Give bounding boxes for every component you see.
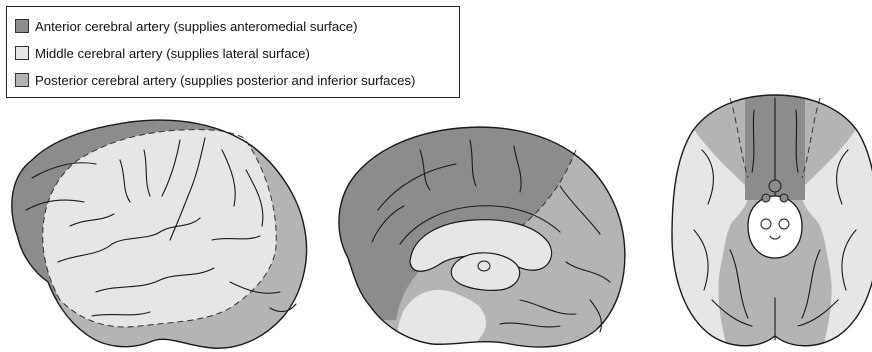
mammillary-body-right <box>780 194 788 202</box>
cerebral-peduncle-right <box>779 219 789 229</box>
pituitary-stalk <box>769 180 781 192</box>
cerebral-peduncle-left <box>761 219 771 229</box>
midbrain <box>748 196 802 258</box>
mammillary-body-left <box>762 194 770 202</box>
